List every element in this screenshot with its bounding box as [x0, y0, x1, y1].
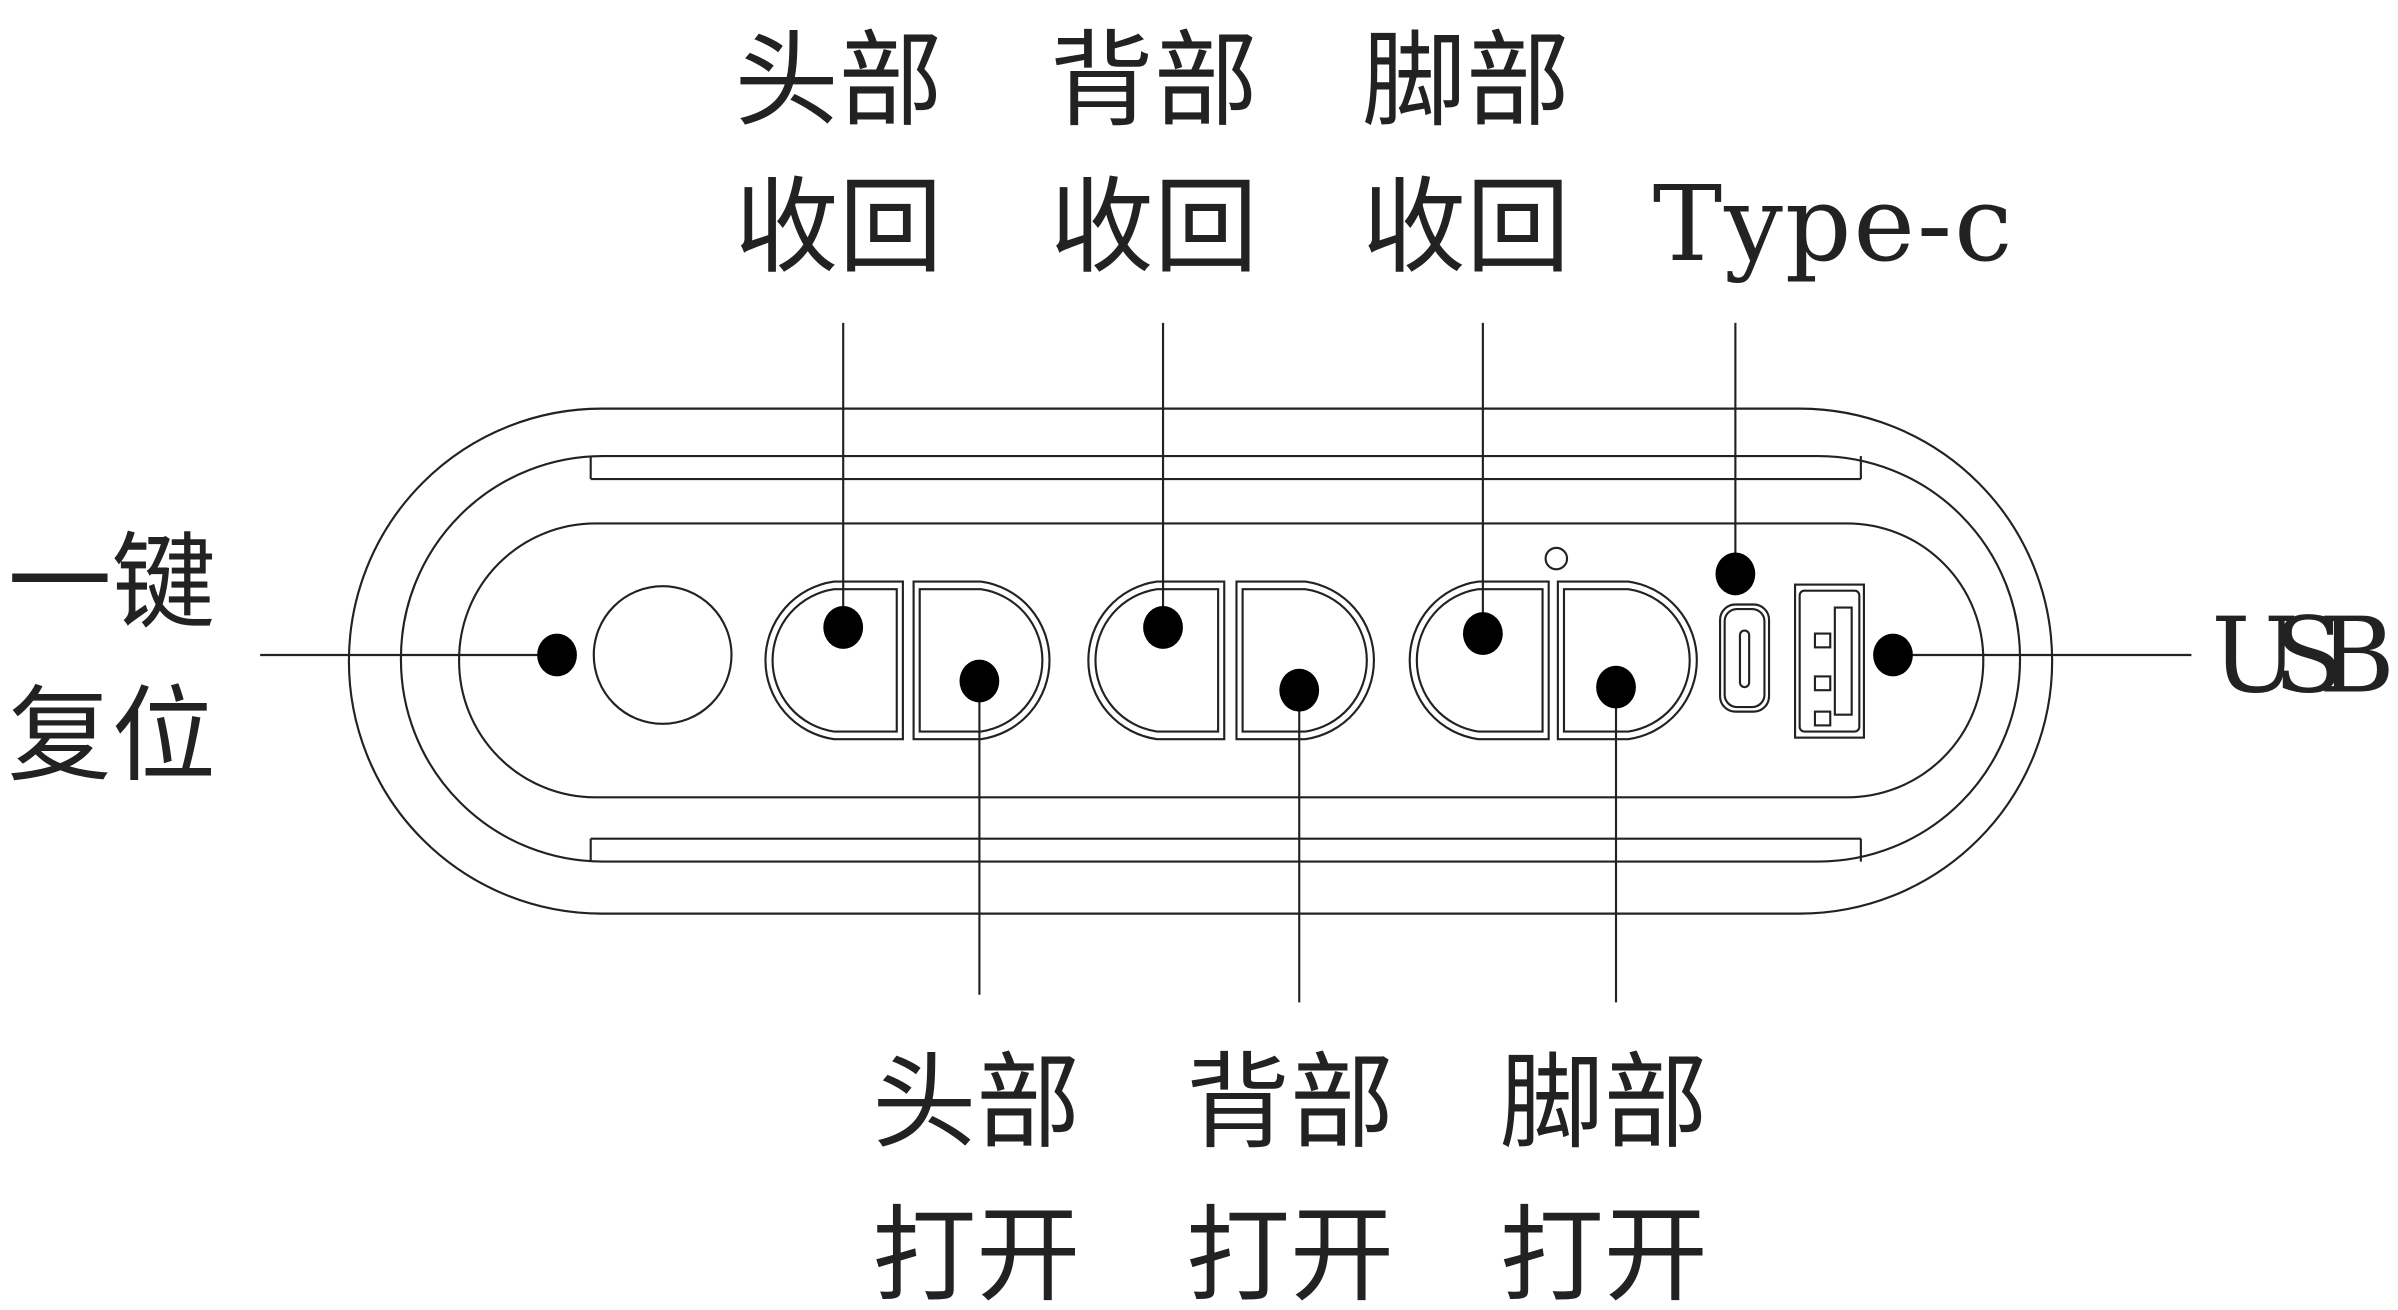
label-back-retract-2: 收回 [1050, 166, 1258, 288]
label-head-open-1: 头部 [872, 1042, 1080, 1164]
label-foot-open-1: 脚部 [1500, 1042, 1708, 1164]
label-back-open-2: 打开 [1186, 1195, 1394, 1310]
foot-retract-button[interactable] [1408, 580, 1550, 741]
type-c-port[interactable] [1719, 603, 1771, 713]
label-type-c: Type-c [1653, 163, 2013, 285]
outer-housing [347, 407, 2054, 915]
inner-housing [399, 454, 2022, 863]
back-retract-button[interactable] [1087, 580, 1226, 741]
foot-buttons [1408, 580, 1698, 741]
callout-dots [537, 552, 1913, 712]
label-usb: USB [2211, 595, 2395, 717]
label-foot-retract-2: 收回 [1362, 166, 1570, 288]
back-buttons [1087, 580, 1375, 741]
head-retract-button[interactable] [764, 580, 904, 741]
button-panel [458, 522, 1985, 799]
foot-open-button[interactable] [1556, 580, 1698, 741]
reset-button[interactable] [592, 585, 733, 725]
label-reset-1: 一键 [8, 521, 216, 643]
label-foot-retract-1: 脚部 [1362, 19, 1570, 141]
label-head-retract-2: 收回 [735, 166, 943, 288]
indicator-led [1544, 546, 1569, 571]
label-foot-open-2: 打开 [1500, 1195, 1708, 1310]
label-back-retract-1: 背部 [1050, 19, 1258, 141]
housing-band-lines [589, 456, 1862, 862]
back-open-button[interactable] [1235, 580, 1375, 741]
label-head-retract-1: 头部 [735, 19, 943, 141]
leader-lines [260, 322, 2192, 1003]
head-open-button[interactable] [912, 580, 1051, 741]
usb-port[interactable] [1793, 583, 1865, 739]
label-head-open-2: 打开 [872, 1195, 1080, 1310]
label-back-open-1: 背部 [1186, 1042, 1394, 1164]
label-reset-2: 复位 [8, 674, 216, 796]
head-buttons [764, 580, 1051, 741]
